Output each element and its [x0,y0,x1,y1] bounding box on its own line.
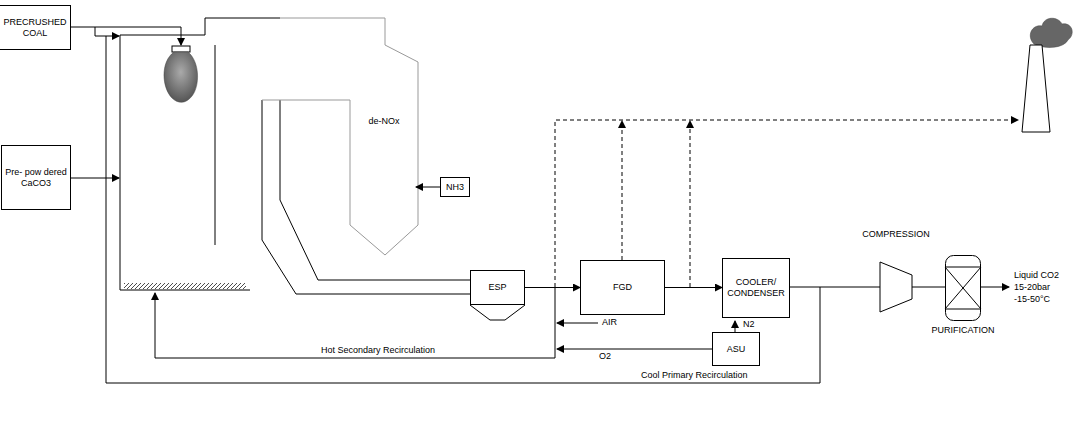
process-box: FGD [580,260,665,315]
esp-box: ESP [470,270,525,305]
product-label: Liquid CO2 [1013,270,1060,281]
second-pass-wall [280,100,470,280]
vessel-body [946,256,981,321]
oxygen-line [557,349,712,350]
vessel-packing [945,267,981,309]
coal-feed-line [95,27,119,36]
bypass-line [622,121,623,260]
flow-connector [912,287,945,288]
product-label: 15-20bar [1013,282,1051,293]
node-text: NH3 [446,182,464,193]
process-box: COOLER/ CONDENSER [722,258,790,318]
bypass-line [690,121,691,287]
node-text: COOLER/ CONDENSER [723,277,789,299]
node-text: Pre- pow dered CaCO3 [2,167,70,189]
unit-heading: COMPRESSION [862,229,930,240]
flow-connector [525,287,580,288]
air-line [557,323,598,324]
compressor-body [880,262,912,312]
compressor-outline [880,262,912,312]
unit-heading: PURIFICATION [932,325,995,336]
boiler-partition [215,45,216,245]
node-text: FGD [613,282,632,293]
feed-box: PRECRUSHED COAL [0,5,71,50]
compressor-symbol: COMPRESSION [880,262,912,312]
burner [172,46,190,52]
node-text: de-NOx [368,116,399,127]
vessel-outline [945,255,981,321]
purification-vessel: PURIFICATION [945,255,981,321]
cool-recirculation-line [106,36,820,383]
stream-label: AIR [601,317,618,328]
boiler-bed [124,283,246,289]
flame [164,52,198,102]
node-text: ASU [727,344,746,355]
flow-connector [790,287,880,288]
coal-feed-line [68,27,181,45]
limestone-feed-line [70,178,119,179]
line-label: Cool Primary Recirculation [640,370,749,381]
node-text: ESP [488,282,506,293]
denox-section: de-NOx [352,110,416,200]
boiler-wall [120,18,280,290]
stream-label: O2 [598,351,612,362]
denox-outline [262,18,418,255]
process-box: ASU [712,332,760,366]
esp-hopper [470,305,525,320]
feed-box: Pre- pow dered CaCO3 [1,145,71,210]
reagent-box: NH3 [440,177,470,197]
boiler-bottom [120,290,250,291]
nitrogen-line [735,321,736,332]
flow-connector [665,287,722,288]
product-line [981,287,1009,288]
flow-connector [416,187,440,188]
stream-label: N2 [742,319,756,330]
second-pass-wall [262,100,470,294]
node-text: PRECRUSHED COAL [0,17,70,39]
stack [1022,45,1050,132]
product-label: -15-50°C [1013,294,1051,305]
smoke [1030,18,1072,47]
line-label: Hot Secondary Recirculation [320,345,436,356]
